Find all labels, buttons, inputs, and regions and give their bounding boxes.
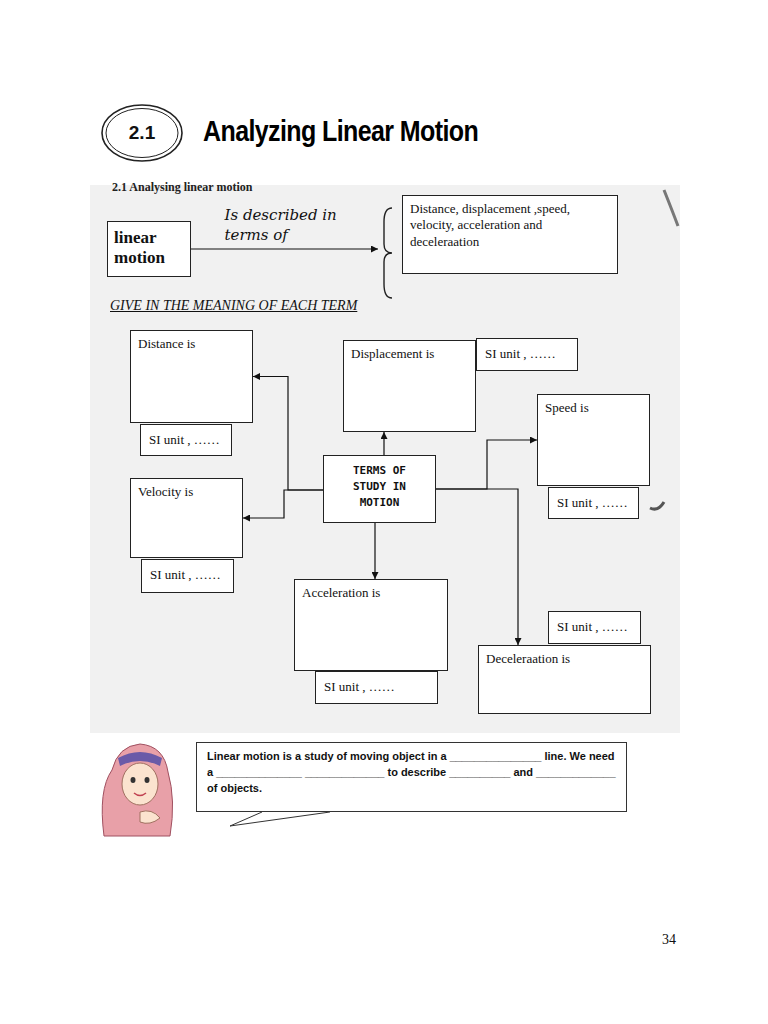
- term-box: Distance is: [130, 330, 253, 423]
- node-text: SI unit , ……: [324, 679, 429, 695]
- cut-off-heading: 2.1 Analysing linear motion: [112, 180, 252, 195]
- connector-arrow: [436, 440, 537, 489]
- node-text: SI unit , ……: [557, 495, 630, 511]
- si-unit-box: SI unit , ……: [141, 559, 234, 593]
- section-oval: 2.1: [100, 103, 184, 163]
- node-text: linear motion: [114, 228, 184, 269]
- connector-arrow: [253, 377, 323, 491]
- node-text: Linear motion is a study of moving objec…: [207, 749, 616, 797]
- node-text: Velocity is: [138, 484, 235, 500]
- node-text: SI unit , ……: [150, 567, 225, 583]
- node-text: TERMS OF STUDY IN MOTION: [348, 463, 412, 511]
- si-unit-box: SI unit , ……: [476, 338, 578, 371]
- bubble-tail: [230, 812, 330, 826]
- node-text: SI unit , ……: [485, 346, 569, 362]
- central-box: TERMS OF STUDY IN MOTION: [323, 455, 436, 523]
- term-box: Deceleraation is: [478, 645, 651, 714]
- node-text: SI unit , ……: [149, 432, 223, 448]
- instruction-heading: GIVE IN THE MEANING OF EACH TERM: [110, 298, 357, 314]
- si-unit-box: SI unit , ……: [548, 487, 639, 519]
- scan-mark: [650, 502, 664, 509]
- si-unit-box: SI unit , ……: [315, 671, 438, 704]
- connector-arrow: [383, 432, 384, 455]
- term-box: Velocity is: [130, 478, 243, 558]
- edge-label: Is described in terms of: [225, 205, 375, 246]
- node-text: Distance, displacement ,speed, velocity,…: [410, 201, 610, 250]
- scan-mark: [664, 190, 678, 226]
- term-box: Acceleration is: [294, 579, 448, 671]
- connector-arrow: [191, 248, 378, 249]
- girl-illustration: [102, 744, 172, 836]
- node-text: Deceleraation is: [486, 651, 643, 667]
- node-text: SI unit , ……: [557, 619, 632, 635]
- speech-bubble: Linear motion is a study of moving objec…: [196, 742, 627, 812]
- node-text: Acceleration is: [302, 585, 440, 601]
- connector-arrow: [374, 523, 375, 579]
- node-text: Speed is: [545, 400, 642, 416]
- page-title: Analyzing Linear Motion: [203, 113, 478, 148]
- topic-box: linear motion: [107, 221, 191, 277]
- node-text: Distance is: [138, 336, 245, 352]
- si-unit-box: SI unit , ……: [140, 424, 232, 456]
- node-text: Displacement is: [351, 346, 468, 362]
- connector-arrow: [436, 489, 518, 645]
- bracket: [384, 208, 392, 298]
- connector-arrow: [243, 490, 323, 518]
- si-unit-box: SI unit , ……: [548, 611, 641, 644]
- term-box: Displacement is: [343, 340, 476, 432]
- page-number: 34: [662, 932, 676, 948]
- terms-box: Distance, displacement ,speed, velocity,…: [402, 195, 618, 274]
- node-text: 2.1: [129, 122, 155, 144]
- term-box: Speed is: [537, 394, 650, 486]
